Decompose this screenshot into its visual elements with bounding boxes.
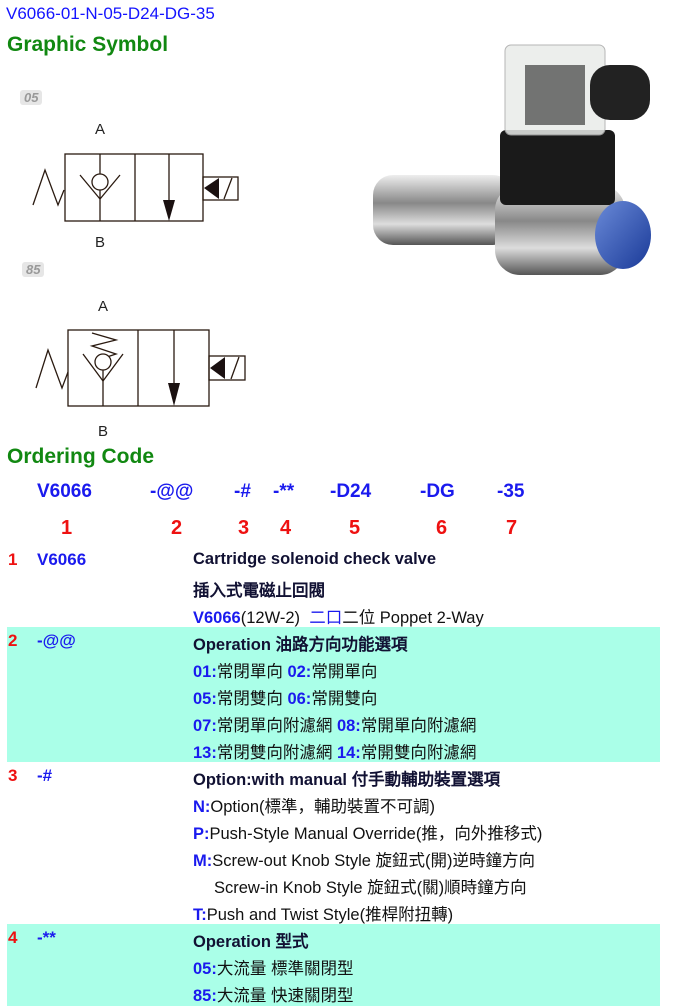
row-code: V6066	[37, 550, 87, 569]
port-a-label: A	[98, 298, 109, 315]
model-code: V6066	[193, 609, 241, 627]
port-b-label: B	[98, 423, 109, 440]
row-number: 4	[8, 928, 18, 947]
option-value: 常閉單向	[216, 663, 283, 681]
code-number: 4	[280, 517, 292, 539]
option-line: 05:大流量 標準關閉型	[193, 955, 353, 979]
code-part: -D24	[330, 481, 372, 502]
option-line: T:Push and Twist Style(推桿附扭轉)	[193, 901, 453, 925]
model-type: 二位 Poppet 2-Way	[342, 609, 484, 627]
option-value: Push and Twist Style(推桿附扭轉)	[206, 906, 454, 924]
code-number: 6	[436, 517, 448, 539]
option-key: P:	[193, 825, 210, 843]
option-line: 13:常閉雙向附濾網 14:常開雙向附濾網	[193, 739, 476, 763]
option-key: 07:	[193, 717, 217, 735]
code-number: 5	[349, 517, 361, 539]
row-band-4	[7, 924, 660, 1006]
option-value: Screw-out Knob Style 旋鈕式(開)逆時鐘方向	[212, 852, 535, 870]
row-title: Operation 油路方向功能選項	[193, 636, 408, 654]
option-line: 05:常閉雙向 06:常開雙向	[193, 685, 377, 709]
graphic-symbol-heading: Graphic Symbol	[7, 33, 169, 56]
port-a-label: A	[95, 121, 106, 138]
row-code: -@@	[37, 631, 76, 650]
option-line: M:Screw-out Knob Style 旋鈕式(開)逆時鐘方向	[193, 847, 535, 871]
row-number: 3	[8, 766, 18, 785]
symbol-badge-05: 05	[20, 90, 43, 105]
code-part: -@@	[150, 481, 194, 502]
solenoid-valve-photo	[373, 44, 651, 275]
option-value: 常閉單向附濾網	[216, 717, 333, 735]
row-title: Cartridge solenoid check valve	[193, 550, 437, 568]
option-value: 大流量 標準關閉型	[216, 960, 354, 978]
row-title: Operation 型式	[193, 933, 309, 951]
option-value: 常開單向	[311, 663, 378, 681]
row-code: -**	[37, 928, 56, 947]
port-b-label: B	[95, 234, 106, 251]
option-key: 85:	[193, 987, 217, 1005]
code-number: 3	[238, 517, 250, 539]
row-subtitle: 插入式電磁止回閥	[193, 582, 325, 600]
symbol-badge-85: 85	[22, 262, 45, 277]
row-number: 1	[8, 550, 18, 569]
option-key: 05:	[193, 690, 217, 708]
code-number: 7	[506, 517, 518, 539]
option-value: 常閉雙向附濾網	[216, 744, 333, 762]
option-value: 大流量 快速關閉型	[216, 987, 354, 1005]
ordering-code-heading: Ordering Code	[7, 445, 155, 468]
row-number: 2	[8, 631, 18, 650]
option-key: 08:	[336, 717, 361, 735]
option-line: 85:大流量 快速關閉型	[193, 982, 353, 1006]
code-part: V6066	[37, 481, 92, 502]
row-model-line: V6066(12W-2) 二口二位 Poppet 2-Way	[193, 604, 484, 628]
option-value: Screw-in Knob Style 旋鈕式(關)順時鐘方向	[214, 879, 527, 897]
code-number: 2	[171, 517, 183, 539]
code-part: -#	[234, 481, 251, 502]
option-line: Screw-in Knob Style 旋鈕式(關)順時鐘方向	[214, 874, 527, 898]
option-value: 常閉雙向	[216, 690, 283, 708]
option-key: 13:	[193, 744, 217, 762]
model-ports: 二口	[309, 609, 343, 627]
option-value: Push-Style Manual Override(推，向外推移式)	[209, 825, 543, 843]
option-line: P:Push-Style Manual Override(推，向外推移式)	[193, 820, 542, 844]
option-key: 14:	[336, 744, 361, 762]
option-value: 常開雙向附濾網	[360, 744, 477, 762]
page-title: V6066-01-N-05-D24-DG-35	[6, 4, 215, 23]
code-part: -DG	[420, 481, 455, 502]
option-value: 常開單向附濾網	[360, 717, 477, 735]
option-key: T:	[193, 906, 207, 924]
valve-symbol-diagrams	[32, 153, 246, 407]
code-part: -**	[273, 481, 295, 502]
row-title: Option:with manual 付手動輔助裝置選項	[193, 771, 501, 789]
model-spec: (12W-2)	[240, 609, 301, 627]
option-key: 05:	[193, 960, 217, 978]
code-number: 1	[61, 517, 73, 539]
option-key: 06:	[287, 690, 312, 708]
row-band-2	[7, 627, 660, 762]
option-value: 常開雙向	[311, 690, 378, 708]
option-key: 02:	[287, 663, 312, 681]
option-line: N:Option(標準，輔助裝置不可調)	[193, 793, 435, 817]
code-part: -35	[497, 481, 525, 502]
option-key: 01:	[193, 663, 217, 681]
option-key: N:	[193, 798, 211, 816]
option-value: Option(標準，輔助裝置不可調)	[210, 798, 436, 816]
option-line: 01:常閉單向 02:常開單向	[193, 658, 377, 682]
option-key: M:	[193, 852, 213, 870]
row-code: -#	[37, 766, 53, 785]
option-line: 07:常閉單向附濾網 08:常開單向附濾網	[193, 712, 476, 736]
